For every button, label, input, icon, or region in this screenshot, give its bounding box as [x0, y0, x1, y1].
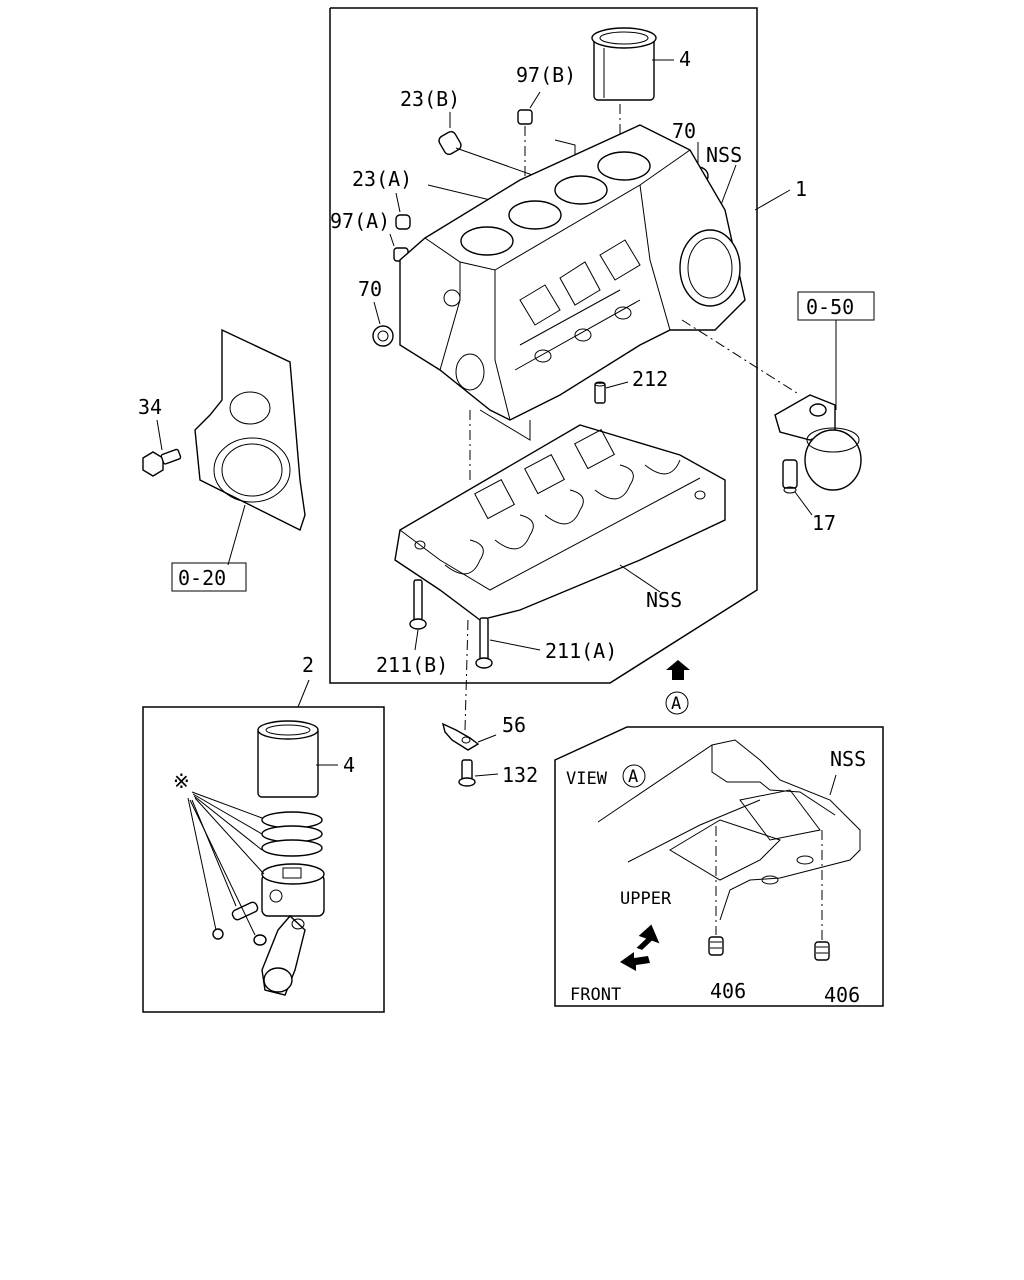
oil-pan-view-part: [597, 739, 861, 921]
piston-part: [261, 863, 325, 917]
piston-liner-part: [257, 720, 319, 798]
label-211a: 211(A): [545, 639, 617, 663]
label-liner-top: 4: [679, 47, 691, 71]
plug-406-left-part: [708, 936, 724, 956]
view-a-arrow: [666, 660, 690, 680]
label-nss-top: NSS: [706, 143, 742, 167]
piston-rings-part: [261, 811, 323, 857]
dowel-212-part: [594, 382, 606, 404]
label-34: 34: [138, 395, 162, 419]
lower-crankcase-part: [394, 424, 726, 621]
label-nss-lower: NSS: [646, 588, 682, 612]
label-ref-020: 0-20: [178, 566, 226, 590]
bolt-34-part: [142, 448, 182, 477]
label-23b: 23(B): [400, 87, 460, 111]
label-view-marker: A: [628, 767, 638, 787]
label-upper: UPPER: [620, 889, 672, 909]
plug-406-right-part: [814, 941, 830, 961]
ref-020-box: [171, 562, 247, 592]
bolt-132-part: [458, 759, 476, 787]
rear-plate-part: [194, 328, 306, 531]
clip-part: [212, 928, 267, 946]
label-97b: 97(B): [516, 63, 576, 87]
label-17: 17: [812, 511, 836, 535]
label-132: 132: [502, 763, 538, 787]
label-70-left: 70: [358, 277, 382, 301]
piston-pin-part: [231, 901, 259, 921]
sensor-17-part: [774, 394, 862, 494]
piston-kit-box: [142, 706, 385, 1013]
label-406-right: 406: [824, 983, 860, 1007]
label-front: FRONT: [570, 985, 621, 1005]
label-211b: 211(B): [376, 653, 448, 677]
plug-97b-part: [517, 109, 533, 125]
view-a-box: [554, 726, 884, 1007]
view-a-marker-circle: [622, 764, 646, 788]
label-70-right: 70: [672, 119, 696, 143]
label-97a: 97(A): [330, 209, 390, 233]
plug-23b-part: [438, 130, 462, 156]
label-406-left: 406: [710, 979, 746, 1003]
label-view-title: VIEW: [566, 769, 608, 789]
plug-23a-part: [395, 214, 411, 230]
cylinder-liner-part: [591, 27, 657, 101]
label-arrow-a: A: [671, 694, 681, 714]
bracket-56-part: [441, 722, 480, 751]
leader-nss-lower: [619, 564, 661, 593]
label-212: 212: [632, 367, 668, 391]
label-asterisk: ※: [173, 769, 190, 793]
label-ref-050: 0-50: [806, 295, 854, 319]
label-piston-set: 2: [302, 653, 314, 677]
label-liner-kit: 4: [343, 753, 355, 777]
arrow-a-marker-circle: [665, 691, 689, 715]
label-56: 56: [502, 713, 526, 737]
leader-block: [754, 189, 791, 211]
label-23a: 23(A): [352, 167, 412, 191]
ref-050-box: [797, 291, 875, 321]
direction-arrows-icon: [620, 924, 660, 971]
connecting-rod-part: [261, 914, 306, 996]
label-cylinder-block: 1: [795, 177, 807, 201]
plug-70-left-part: [372, 325, 394, 347]
main-group-frame: [329, 7, 758, 684]
bolt-211a-part: [475, 617, 493, 669]
cylinder-block-part: [399, 124, 746, 421]
bolt-211b-part: [409, 579, 427, 630]
label-nss-view: NSS: [830, 747, 866, 771]
